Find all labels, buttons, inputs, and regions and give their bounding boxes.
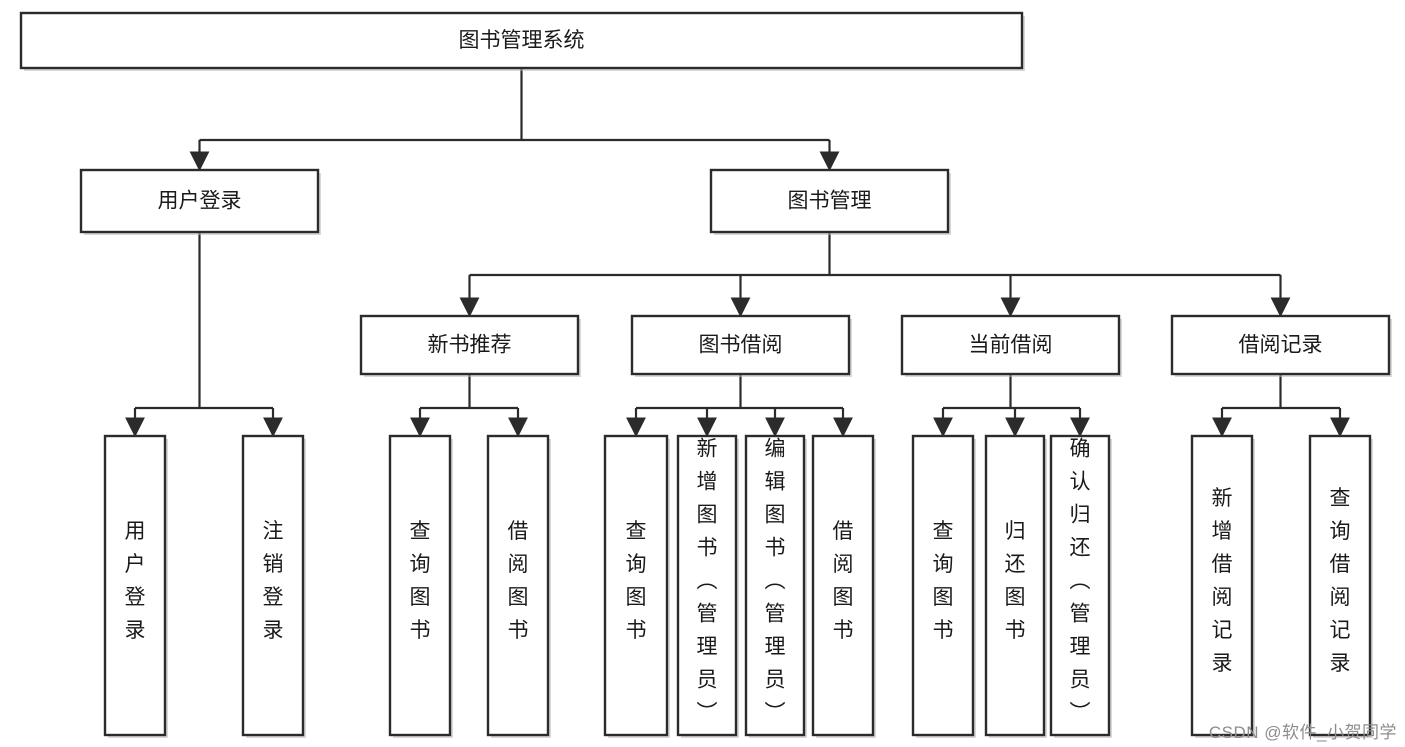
node-leaf-query-book-1[interactable]: 查询图书 (388, 434, 453, 738)
node-label-leaf-borrow-book-2: 借阅图书 (833, 520, 854, 642)
node-leaf-edit-book[interactable]: 编辑图书︵管理员︶ (744, 434, 807, 738)
node-label-root: 图书管理系统 (459, 29, 585, 52)
node-label-leaf-query-book-3: 查询图书 (933, 520, 954, 642)
node-leaf-user-login[interactable]: 用户登录 (103, 434, 168, 738)
node-label-leaf-logout: 注销登录 (263, 520, 284, 642)
node-label-leaf-user-login: 用户登录 (125, 520, 146, 642)
node-label-user-login: 用户登录 (158, 190, 242, 213)
node-layer: 图书管理系统用户登录图书管理新书推荐图书借阅当前借阅借阅记录用户登录注销登录查询… (19, 11, 1392, 738)
node-current-borrow[interactable]: 当前借阅 (900, 314, 1122, 377)
node-borrow-record[interactable]: 借阅记录 (1170, 314, 1392, 377)
node-label-leaf-query-record: 查询借阅记录 (1330, 487, 1351, 675)
node-label-leaf-query-book-1: 查询图书 (410, 520, 431, 642)
node-leaf-borrow-book-1[interactable]: 借阅图书 (486, 434, 551, 738)
node-leaf-return-book[interactable]: 归还图书 (984, 434, 1047, 738)
node-label-borrow-record: 借阅记录 (1239, 334, 1323, 357)
node-book-management[interactable]: 图书管理 (709, 168, 951, 235)
node-label-leaf-borrow-book-1: 借阅图书 (508, 520, 529, 642)
node-root[interactable]: 图书管理系统 (19, 11, 1025, 71)
node-new-book-recommend[interactable]: 新书推荐 (359, 314, 581, 377)
node-label-leaf-edit-book: 编辑图书︵管理员︶ (765, 438, 786, 725)
node-leaf-add-book[interactable]: 新增图书︵管理员︶ (676, 434, 739, 738)
node-leaf-query-record[interactable]: 查询借阅记录 (1308, 434, 1373, 738)
node-label-current-borrow: 当前借阅 (969, 334, 1053, 357)
connector-layer (125, 68, 1350, 438)
node-label-leaf-add-book: 新增图书︵管理员︶ (697, 438, 718, 725)
node-leaf-add-record[interactable]: 新增借阅记录 (1190, 434, 1255, 738)
node-leaf-borrow-book-2[interactable]: 借阅图书 (811, 434, 876, 738)
node-label-leaf-confirm-return: 确认归还︵管理员︶ (1070, 438, 1091, 725)
node-label-book-borrow: 图书借阅 (699, 334, 783, 357)
node-leaf-query-book-3[interactable]: 查询图书 (911, 434, 976, 738)
node-label-leaf-return-book: 归还图书 (1005, 520, 1026, 642)
node-leaf-query-book-2[interactable]: 查询图书 (603, 434, 670, 738)
node-leaf-logout[interactable]: 注销登录 (241, 434, 306, 738)
node-label-leaf-add-record: 新增借阅记录 (1212, 487, 1233, 675)
node-book-borrow[interactable]: 图书借阅 (630, 314, 852, 377)
node-leaf-confirm-return[interactable]: 确认归还︵管理员︶ (1049, 434, 1112, 738)
node-label-leaf-query-book-2: 查询图书 (626, 520, 647, 642)
node-user-login[interactable]: 用户登录 (79, 168, 321, 235)
node-label-book-management: 图书管理 (788, 190, 872, 213)
node-label-new-book-recommend: 新书推荐 (428, 334, 512, 357)
